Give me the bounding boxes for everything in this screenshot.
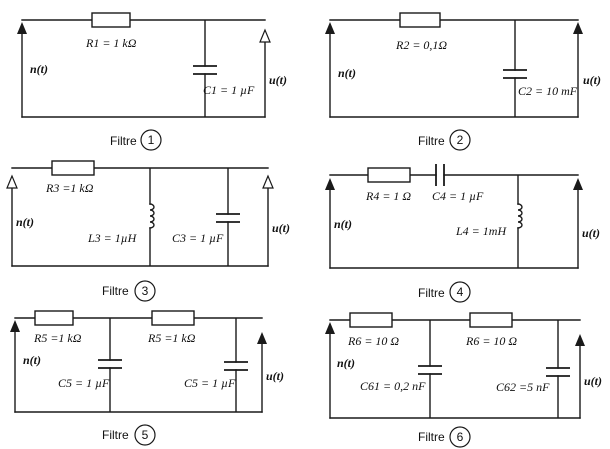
filter-number-badge (140, 129, 162, 151)
filter-caption: Filtre (110, 134, 137, 148)
output-label: u(t) (583, 73, 601, 87)
label-c62: C62 =5 nF (496, 380, 550, 394)
resistor-r1 (91, 12, 131, 28)
output-label: u(t) (266, 369, 284, 383)
label-r6b: R6 = 10 Ω (465, 334, 517, 348)
filter-number: 4 (457, 285, 464, 299)
label-c5b: C5 = 1 µF (184, 376, 236, 390)
label-c1: C1 = 1 µF (203, 83, 255, 97)
label-l3: L3 = 1µH (87, 231, 138, 245)
label-r5a: R5 =1 kΩ (33, 331, 82, 345)
input-label: n(t) (16, 215, 34, 229)
label-c5a: C5 = 1 µF (58, 376, 110, 390)
filter-number-badge (134, 280, 156, 302)
filter-number-badge (449, 129, 471, 151)
resistor-r6a (349, 312, 393, 328)
filter-1-circuit: R1 = 1 kΩ C1 = 1 µF n(t) u(t) Filtre 1 (17, 12, 287, 151)
input-label: n(t) (337, 356, 355, 370)
filter-4-circuit: R4 = 1 Ω C4 = 1 µF L4 = 1mH n(t) u(t) Fi… (325, 164, 600, 303)
resistor-r5b (151, 310, 195, 326)
input-label: n(t) (334, 217, 352, 231)
output-arrow (257, 332, 267, 344)
resistor-r5a (34, 310, 74, 326)
output-label: u(t) (584, 374, 602, 388)
inductor-l3 (149, 203, 155, 229)
input-arrow (17, 22, 27, 34)
filter-3-circuit: R3 =1 kΩ L3 = 1µH C3 = 1 µF n(t) u(t) Fi… (6, 160, 290, 302)
resistor-r2 (399, 12, 441, 28)
inductor-l4 (517, 203, 523, 229)
resistor-r6b (469, 312, 513, 328)
input-arrow (325, 322, 335, 334)
output-arrow (259, 28, 271, 43)
filter-caption: Filtre (102, 284, 129, 298)
filter-number-badge (449, 426, 471, 448)
output-label: u(t) (582, 226, 600, 240)
output-arrow (262, 174, 274, 189)
filter-caption: Filtre (418, 134, 445, 148)
filter-caption: Filtre (418, 430, 445, 444)
input-label: n(t) (338, 66, 356, 80)
filter-caption: Filtre (418, 286, 445, 300)
resistor-r3 (51, 160, 95, 176)
filter-number: 3 (142, 284, 149, 298)
output-arrow (573, 22, 583, 34)
filter-5-circuit: R5 =1 kΩ R5 =1 kΩ C5 = 1 µF C5 = 1 µF n(… (10, 310, 284, 446)
filter-number: 5 (142, 428, 149, 442)
label-r5b: R5 =1 kΩ (147, 331, 196, 345)
filter-number: 6 (457, 430, 464, 444)
label-r1: R1 = 1 kΩ (85, 36, 137, 50)
label-l4: L4 = 1mH (455, 224, 507, 238)
filter-number: 1 (148, 133, 155, 147)
resistor-r4 (367, 167, 411, 183)
label-c3: C3 = 1 µF (172, 231, 224, 245)
label-r4: R4 = 1 Ω (365, 189, 411, 203)
filter-number-badge (134, 424, 156, 446)
label-r2: R2 = 0,1Ω (395, 38, 447, 52)
filter-6-circuit: R6 = 10 Ω R6 = 10 Ω C61 = 0,2 nF C62 =5 … (325, 312, 602, 448)
label-r3: R3 =1 kΩ (45, 181, 94, 195)
input-arrow (6, 174, 18, 189)
label-c61: C61 = 0,2 nF (360, 379, 426, 393)
label-r6a: R6 = 10 Ω (347, 334, 399, 348)
filter-2-circuit: R2 = 0,1Ω C2 = 10 mF n(t) u(t) Filtre 2 (325, 12, 601, 151)
filter-caption: Filtre (102, 428, 129, 442)
output-label: u(t) (269, 73, 287, 87)
label-c4: C4 = 1 µF (432, 189, 484, 203)
input-label: n(t) (23, 353, 41, 367)
filter-number-badge (449, 281, 471, 303)
output-label: u(t) (272, 221, 290, 235)
filter-number: 2 (457, 133, 464, 147)
output-arrow (573, 178, 583, 190)
output-arrow (575, 334, 585, 346)
input-label: n(t) (30, 62, 48, 76)
input-arrow (325, 22, 335, 34)
input-arrow (325, 178, 335, 190)
input-arrow (10, 320, 20, 332)
label-c2: C2 = 10 mF (518, 84, 578, 98)
